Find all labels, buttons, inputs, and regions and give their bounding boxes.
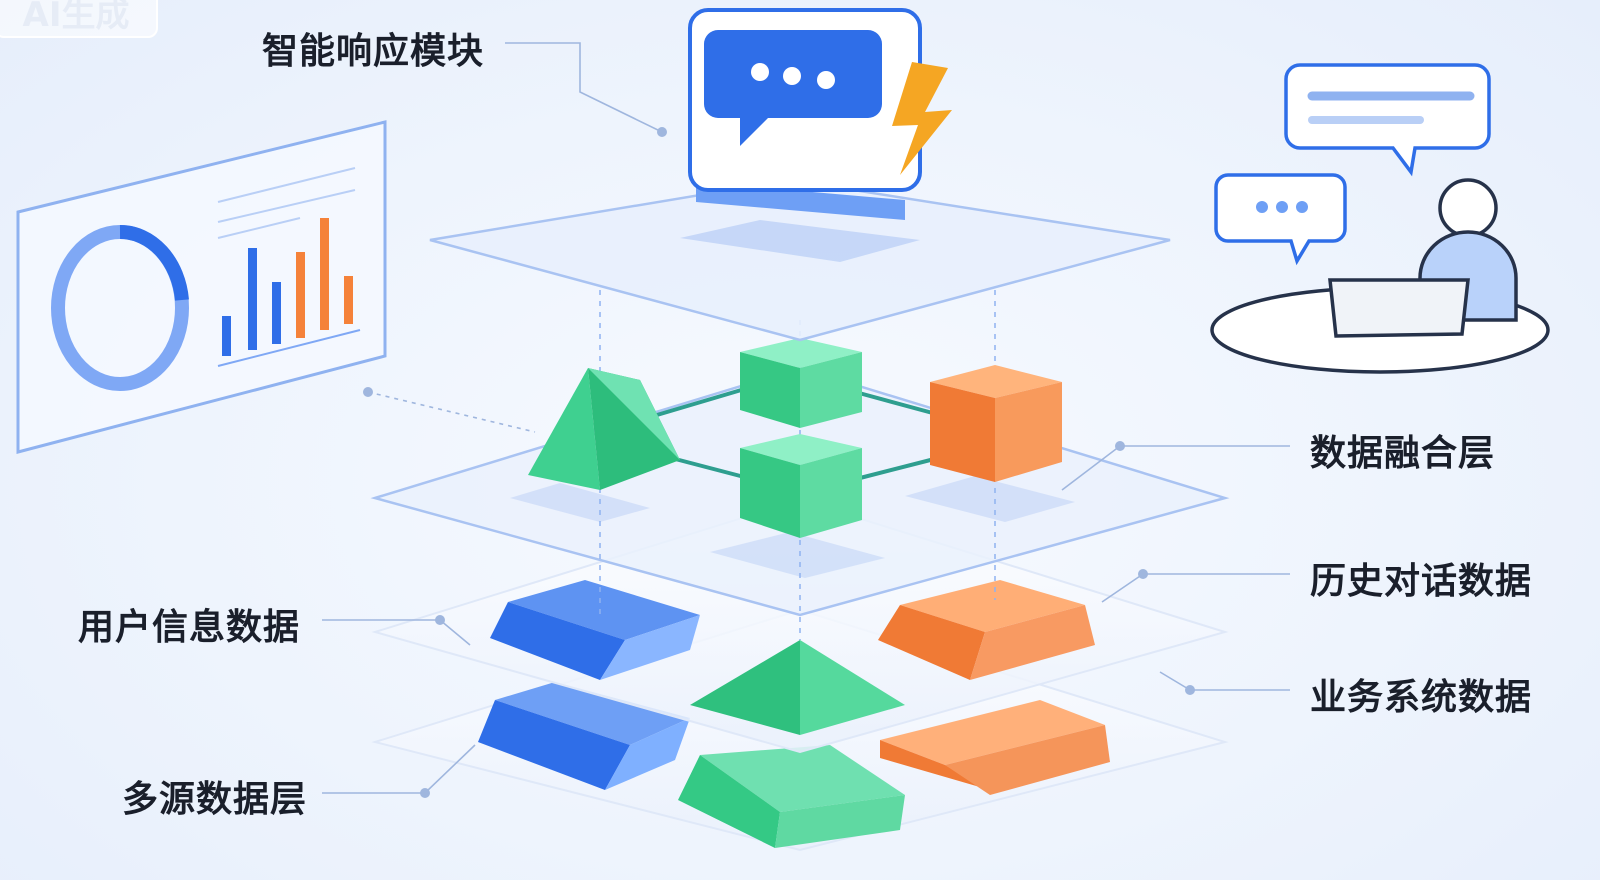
green-cube-lower — [740, 434, 862, 538]
label-business-system-data: 业务系统数据 — [1310, 677, 1533, 718]
label-multi-source-data-layer: 多源数据层 — [122, 779, 308, 820]
chat-bubble-icon — [704, 30, 882, 146]
dashboard-chart-icon — [16, 120, 387, 454]
donut-chart — [51, 224, 189, 391]
bar-chart — [222, 218, 353, 356]
bottom-orange-slab — [880, 700, 1110, 795]
label-data-fusion-layer: 数据融合层 — [1310, 433, 1496, 474]
chat-monitor-icon — [688, 8, 952, 220]
leader-dots — [363, 127, 1195, 798]
green-cube-upper — [740, 338, 862, 428]
green-prism-node — [528, 368, 680, 490]
lightning-icon — [892, 62, 952, 175]
bottom-blue-slab — [478, 682, 690, 790]
smart-response-plate — [429, 178, 1171, 342]
history-orange-slab — [878, 580, 1095, 680]
label-smart-response-module: 智能响应模块 — [262, 31, 485, 72]
label-user-info-data: 用户信息数据 — [78, 607, 301, 648]
ai-generated-watermark: AI生成 — [0, 0, 158, 38]
user-info-blue-slab — [490, 580, 700, 680]
chart-gridlines — [217, 167, 356, 239]
orange-cube-node — [930, 365, 1062, 482]
center-green-pyramid — [690, 640, 905, 735]
bottom-green-slab — [678, 745, 905, 848]
user-at-laptop-icon — [1210, 63, 1550, 374]
label-history-dialog-data: 历史对话数据 — [1310, 561, 1533, 602]
